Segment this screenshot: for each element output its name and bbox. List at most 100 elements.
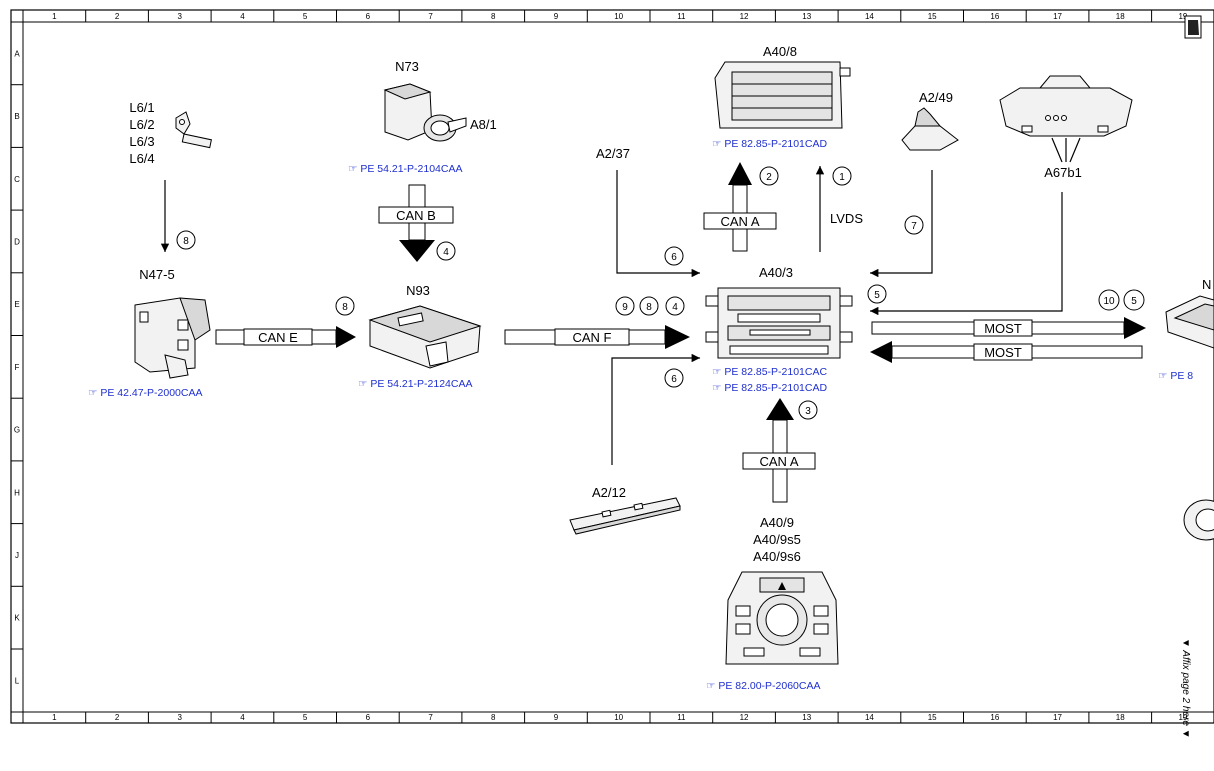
- marker-circle: 7: [904, 215, 924, 235]
- grid-row-label: A: [14, 49, 20, 58]
- marker-circle: 6: [664, 246, 684, 266]
- grid-column-label: 12: [740, 713, 749, 722]
- marker-circle: 1: [832, 166, 852, 186]
- svg-text:4: 4: [672, 302, 678, 313]
- grid-column-label: 16: [990, 12, 999, 21]
- grid-column-label: 11: [677, 713, 686, 722]
- label-l6-4: L6/4: [129, 151, 154, 166]
- grid-column-label: 18: [1116, 12, 1125, 21]
- grid-row-label: H: [14, 488, 20, 497]
- a40-3-head-unit-icon: [705, 287, 853, 359]
- grid-column-label: 7: [428, 12, 433, 21]
- grid-row-label: E: [14, 300, 19, 309]
- grid-column-label: 10: [614, 12, 623, 21]
- grid-column-label: 9: [554, 12, 559, 21]
- grid-column-label: 17: [1053, 713, 1062, 722]
- a2-12-antenna-strip-icon: [569, 497, 681, 535]
- svg-text:5: 5: [1131, 296, 1137, 307]
- grid-column-label: 1: [52, 713, 57, 722]
- arrow-a2-37-to-a40-3: [616, 170, 700, 278]
- grid-column-label: 4: [240, 12, 245, 21]
- bus-most-outgoing: MOST: [871, 317, 1146, 339]
- a67b1-mirror-icon: [999, 75, 1133, 163]
- label-a40-9s5: A40/9s5: [753, 532, 801, 547]
- grid-column-label: 17: [1053, 12, 1062, 21]
- label-partial-right: N: [1202, 277, 1211, 292]
- svg-text:6: 6: [671, 374, 677, 385]
- label-can-a-bottom: CAN A: [759, 454, 798, 469]
- grid-column-label: 1: [52, 12, 57, 21]
- label-a40-8: A40/8: [763, 44, 797, 59]
- svg-text:9: 9: [622, 302, 628, 313]
- bus-can-a-bottom: CAN A: [742, 398, 816, 503]
- page-corner-icon: [1184, 15, 1202, 39]
- label-a40-9s6: A40/9s6: [753, 549, 801, 564]
- label-a67b1: A67b1: [1044, 165, 1082, 180]
- marker-circle: 8: [639, 296, 659, 316]
- svg-text:3: 3: [805, 406, 811, 417]
- grid-column-label: 10: [614, 713, 623, 722]
- affix-page-note: ▼ Affix page 2 here ▼: [1180, 638, 1191, 739]
- grid-column-label: 14: [865, 12, 874, 21]
- label-a40-9: A40/9: [760, 515, 794, 530]
- bus-can-a-top: CAN A: [703, 162, 777, 252]
- label-n73: N73: [395, 59, 419, 74]
- label-can-e: CAN E: [258, 330, 298, 345]
- partial-right-speaker-icon: [1183, 499, 1214, 541]
- marker-circle: 4: [665, 296, 685, 316]
- ref-a40-8: ☞ PE 82.85-P-2101CAD: [712, 138, 827, 150]
- label-can-a-top: CAN A: [720, 214, 759, 229]
- label-lvds: LVDS: [830, 211, 863, 226]
- grid-row-label: B: [14, 112, 19, 121]
- label-most-2: MOST: [984, 345, 1022, 360]
- grid-column-label: 15: [928, 12, 937, 21]
- a40-9-controller-icon: [725, 571, 839, 665]
- grid-column-label: 12: [740, 12, 749, 21]
- grid-column-label: 3: [178, 713, 183, 722]
- label-n47-5: N47-5: [139, 267, 174, 282]
- label-a2-12: A2/12: [592, 485, 626, 500]
- marker-circle: 4: [436, 241, 456, 261]
- arrow-a2-49-to-a40-3: [870, 170, 933, 278]
- svg-text:8: 8: [342, 302, 348, 313]
- grid-column-label: 19: [1178, 713, 1187, 722]
- grid-column-label: 7: [428, 713, 433, 722]
- svg-text:8: 8: [646, 302, 652, 313]
- arrow-a2-12-to-a40-3: [611, 353, 700, 465]
- bus-can-e: CAN E: [215, 326, 356, 348]
- marker-circle: 10: [1098, 289, 1120, 311]
- grid-column-label: 8: [491, 12, 496, 21]
- marker-circle: 5: [867, 284, 887, 304]
- grid-column-label: 13: [802, 713, 811, 722]
- svg-text:7: 7: [911, 221, 917, 232]
- drawing-frame: [10, 9, 1214, 724]
- bus-can-b: CAN B: [378, 184, 454, 262]
- bus-most-incoming: MOST: [870, 341, 1143, 363]
- grid-row-label: G: [14, 426, 20, 435]
- marker-circle: 6: [664, 368, 684, 388]
- grid-column-label: 19: [1178, 12, 1187, 21]
- a40-8-display-icon: [714, 61, 851, 129]
- svg-text:5: 5: [874, 290, 880, 301]
- ref-a40-9: ☞ PE 82.00-P-2060CAA: [706, 680, 821, 692]
- label-a2-49: A2/49: [919, 90, 953, 105]
- grid-column-label: 5: [303, 12, 308, 21]
- grid-column-label: 18: [1116, 713, 1125, 722]
- grid-column-label: 4: [240, 713, 245, 722]
- label-a8-1: A8/1: [470, 117, 497, 132]
- grid-row-label: F: [15, 363, 20, 372]
- grid-column-label: 9: [554, 713, 559, 722]
- grid-column-label: 6: [366, 12, 371, 21]
- ref-n93: ☞ PE 54.21-P-2124CAA: [358, 378, 473, 390]
- label-can-b: CAN B: [396, 208, 436, 223]
- n93-gateway-module-icon: [368, 305, 482, 369]
- grid-column-label: 8: [491, 713, 496, 722]
- grid-column-label: 5: [303, 713, 308, 722]
- l6-speed-sensor-labels: L6/1 L6/2 L6/3 L6/4: [129, 100, 154, 166]
- arrow-a67b1-to-a40-3: [870, 192, 1063, 316]
- partial-right-module-icon: [1165, 295, 1214, 349]
- label-l6-2: L6/2: [129, 117, 154, 132]
- svg-text:1: 1: [839, 172, 845, 183]
